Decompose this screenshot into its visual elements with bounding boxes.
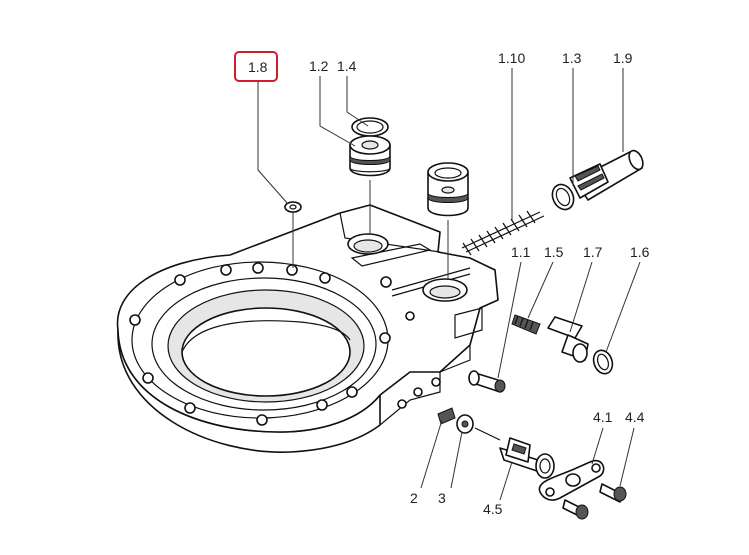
- callout-1-5: 1.5: [544, 244, 564, 260]
- part-1-2-insert: [349, 135, 391, 177]
- part-1-6-ring: [592, 349, 614, 375]
- callout-1-8: 1.8: [248, 59, 268, 75]
- callout-4-5: 4.5: [483, 501, 503, 517]
- callout-4-4: 4.4: [625, 409, 645, 425]
- callout-1-9: 1.9: [613, 50, 633, 66]
- part-4-5-cartridge: [474, 427, 555, 479]
- part-3-nut: [456, 414, 474, 434]
- callout-4-1: 4.1: [593, 409, 613, 425]
- part-1-4-oring: [351, 117, 389, 137]
- part-1-10-spring: [461, 210, 545, 256]
- callout-1-7: 1.7: [583, 244, 603, 260]
- part-1-9-piston: [569, 149, 644, 201]
- part-2-setscrew: [437, 407, 456, 425]
- callout-1-2: 1.2: [309, 58, 329, 74]
- part-4-1-plate: [538, 459, 605, 501]
- part-1-7-plunger: [547, 316, 589, 363]
- callout-1-1: 1.1: [511, 244, 531, 260]
- housing-body: [116, 204, 499, 453]
- callout-3: 3: [438, 490, 446, 506]
- part-1-5-pin: [511, 314, 541, 335]
- callout-1-10: 1.10: [498, 50, 525, 66]
- highlight-box: [234, 51, 278, 82]
- callout-labels: 1.8 1.2 1.4 1.10 1.3 1.9 1.1 1.5 1.7 1.6…: [248, 50, 650, 517]
- part-1-3-ring: [551, 183, 575, 211]
- part-1-1-fitting: [468, 370, 506, 393]
- callout-1-3: 1.3: [562, 50, 582, 66]
- second-insert: [427, 162, 469, 217]
- callout-2: 2: [410, 490, 418, 506]
- callout-1-6: 1.6: [630, 244, 650, 260]
- callout-1-4: 1.4: [337, 58, 357, 74]
- part-4-4-screws: [562, 483, 627, 520]
- leader-lines: [257, 68, 641, 501]
